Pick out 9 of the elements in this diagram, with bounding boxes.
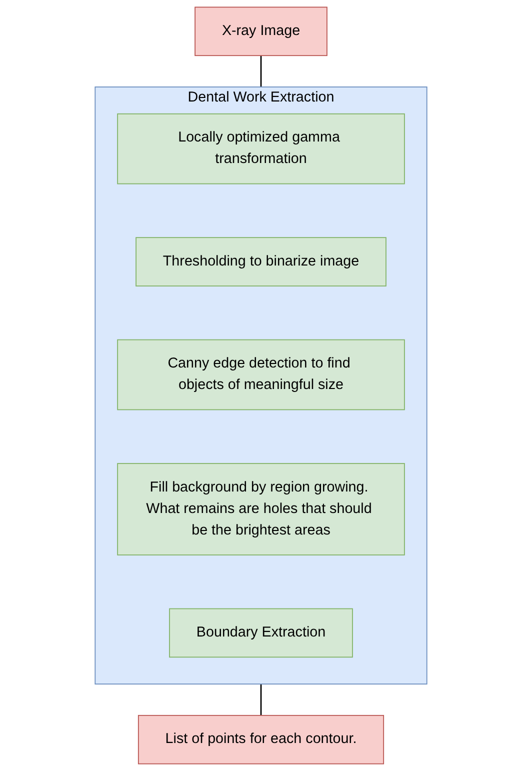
node-box: X-ray Image (194, 6, 328, 56)
node-box: Boundary Extraction (169, 608, 353, 658)
node-box: Thresholding to binarize image (136, 237, 386, 286)
node-box: Canny edge detection to find objects of meaningful size (117, 339, 405, 410)
node-box: List of points for each contour. (138, 714, 384, 764)
node-box: Fill background by region growing. What remains are holes that should be the brightest areas (117, 463, 405, 556)
connector-line (260, 684, 262, 716)
node-box: Locally optimized gamma transformation (117, 113, 405, 184)
connector-line (260, 56, 262, 87)
